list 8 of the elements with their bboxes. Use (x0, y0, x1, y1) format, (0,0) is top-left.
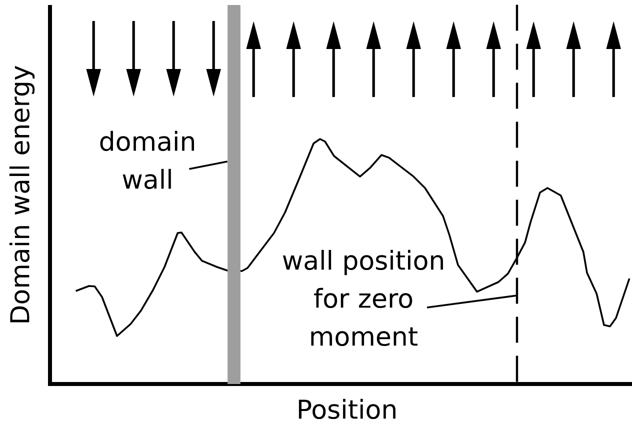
domain-wall-bar (228, 5, 240, 384)
axis-label: Position (298, 398, 396, 420)
label-text: wall position for zero moment (282, 250, 443, 346)
axis-label: Domain wall energy (9, 66, 35, 322)
label-text: domain wall (100, 130, 194, 190)
leader-line (189, 160, 228, 170)
dashed-line (516, 4, 518, 384)
leader-line (426, 294, 518, 308)
